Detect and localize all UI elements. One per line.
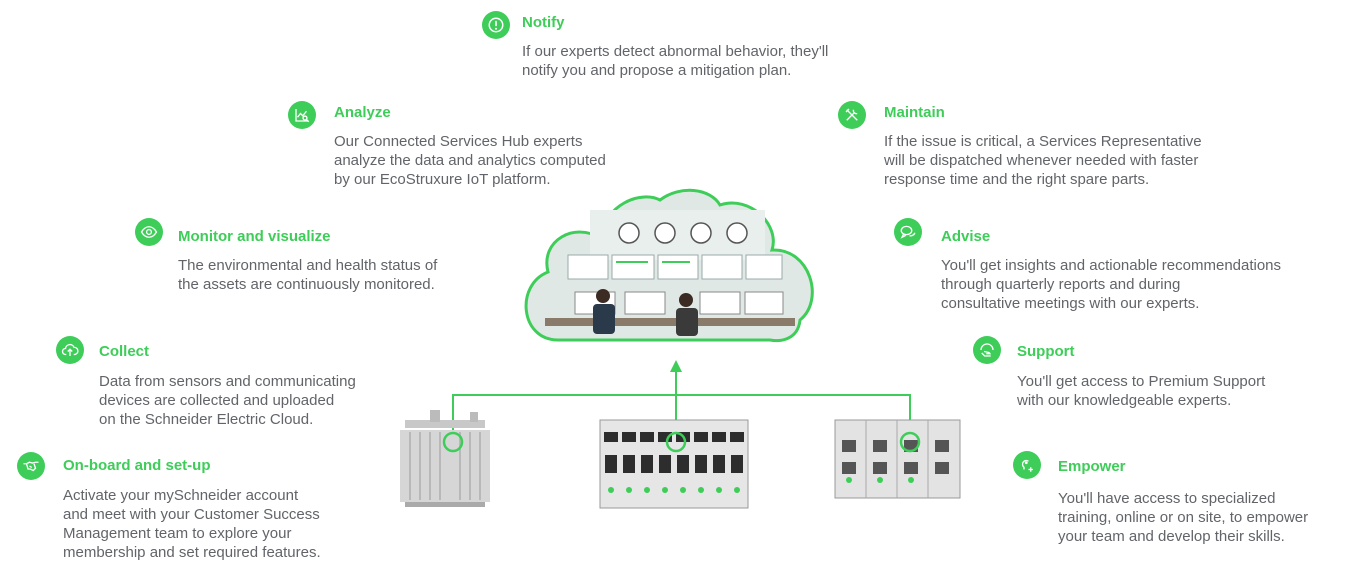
cloud-upload-icon <box>56 336 84 364</box>
step-title: Monitor and visualize <box>178 228 331 245</box>
step-description: You'll have access to specialized traini… <box>1058 490 1309 545</box>
support-hand-icon <box>973 336 1001 364</box>
eye-icon <box>135 218 163 246</box>
alert-icon <box>482 11 510 39</box>
control-room-cloud <box>524 188 814 343</box>
step-description: The environmental and health status of t… <box>178 257 438 293</box>
step-description: Data from sensors and communicating devi… <box>99 373 356 428</box>
step-description: If our experts detect abnormal behavior,… <box>522 43 829 79</box>
person-plus-icon <box>1013 451 1041 479</box>
handshake-icon <box>17 452 45 480</box>
step-title: On-board and set-up <box>63 457 211 474</box>
step-description: If the issue is critical, a Services Rep… <box>884 133 1202 188</box>
panelboard-equipment <box>834 419 961 499</box>
step-description: You'll get insights and actionable recom… <box>941 257 1282 312</box>
step-description: Activate your mySchneider account and me… <box>63 487 321 561</box>
step-title: Support <box>1017 343 1075 360</box>
chart-analyze-icon <box>288 101 316 129</box>
step-description: You'll get access to Premium Support wit… <box>1017 373 1266 409</box>
tools-icon <box>838 101 866 129</box>
step-title: Advise <box>941 228 991 245</box>
step-title: Maintain <box>884 104 945 121</box>
step-title: Analyze <box>334 104 391 121</box>
step-description: Our Connected Services Hub experts analy… <box>334 133 606 188</box>
chat-bubbles-icon <box>894 218 922 246</box>
step-title: Collect <box>99 343 150 360</box>
step-title: Notify <box>522 14 565 31</box>
switchgear-equipment <box>599 419 749 509</box>
transformer-equipment <box>400 410 490 507</box>
step-title: Empower <box>1058 458 1126 475</box>
